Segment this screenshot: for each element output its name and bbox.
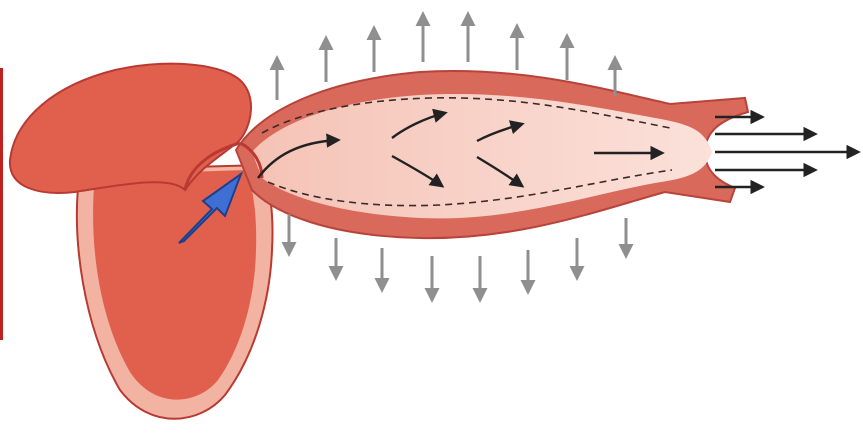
left-accent-bar — [0, 68, 3, 340]
outflow-arrows — [715, 117, 858, 187]
aorta-icon — [236, 71, 748, 238]
ventricle-icon — [10, 64, 273, 419]
